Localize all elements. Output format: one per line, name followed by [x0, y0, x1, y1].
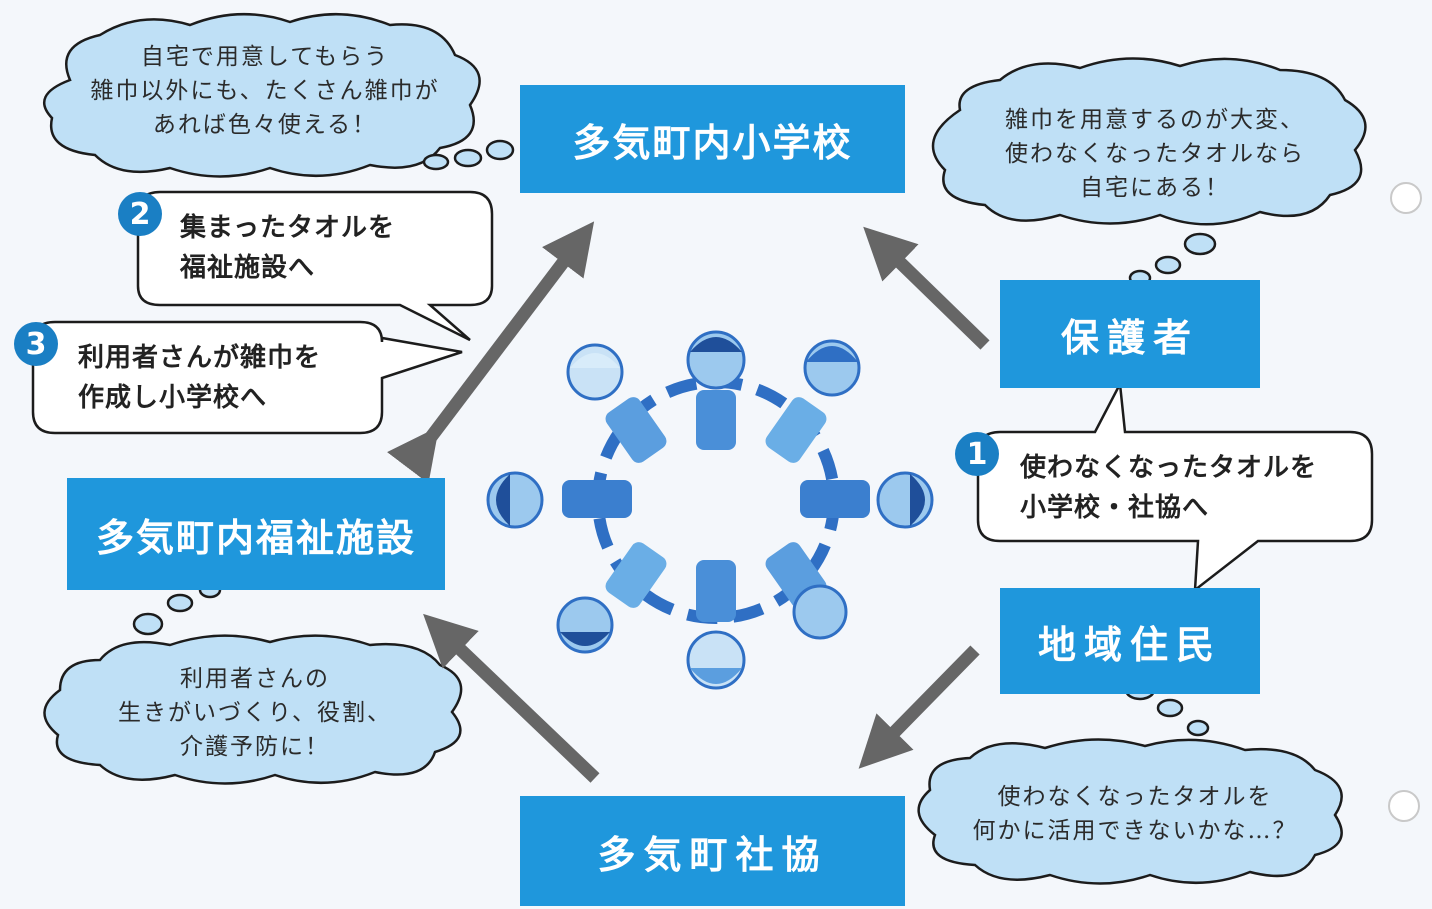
step-3-number: 3: [25, 326, 47, 362]
step-2-number: 2: [129, 196, 151, 232]
thought-text-council: 使わなくなったタオルを 何かに活用できないかな…？: [940, 780, 1330, 848]
step-1-badge: 1: [955, 432, 999, 476]
thought-line: 使わなくなったタオルなら: [1005, 141, 1305, 167]
person-figure: [486, 471, 632, 529]
arrow-double-school-welfare: [387, 221, 595, 484]
node-welfare-label: 多気町内福祉施設: [95, 515, 416, 560]
step-line: 作成し小学校へ: [78, 383, 268, 413]
step-1-text: 使わなくなったタオルを 小学校・社協へ: [1020, 448, 1317, 528]
thought-line: 自宅にある！: [1080, 175, 1230, 201]
step-2-badge: 2: [118, 192, 162, 236]
node-guardians-label: 保護者: [1060, 315, 1199, 360]
punch-hole: [1390, 182, 1422, 214]
person-figure: [765, 542, 848, 640]
step-line: 使わなくなったタオルを: [1020, 453, 1318, 483]
step-1-number: 1: [966, 436, 988, 472]
node-council: 多気町社協: [520, 796, 905, 906]
step-2-text: 集まったタオルを 福祉施設へ: [180, 208, 395, 288]
arrow-council-to-welfare: [423, 613, 600, 783]
node-residents: 地域住民: [1000, 588, 1260, 694]
thought-line: 雑巾以外にも、たくさん雑巾が: [90, 78, 440, 104]
node-school: 多気町内小学校: [520, 85, 905, 193]
step-line: 福祉施設へ: [180, 253, 316, 283]
node-school-label: 多気町内小学校: [572, 120, 853, 165]
step-line: 利用者さんが雑巾を: [78, 343, 322, 373]
step-3-badge: 3: [14, 322, 58, 366]
person-figure: [686, 330, 746, 450]
person-figure: [556, 542, 667, 654]
thought-line: 何かに活用できないかな…？: [972, 818, 1298, 844]
node-welfare-facility: 多気町内福祉施設: [67, 478, 445, 590]
step-line: 小学校・社協へ: [1020, 493, 1210, 523]
thought-text-school: 自宅で用意してもらう 雑巾以外にも、たくさん雑巾が あれば色々使える！: [60, 40, 470, 142]
person-figure: [800, 471, 934, 529]
flow-arrows: [387, 221, 990, 783]
thought-cloud-guardians: [931, 57, 1367, 287]
arrow-residents-to-council: [858, 645, 980, 769]
thought-line: 介護予防に！: [180, 734, 330, 760]
step-3-text: 利用者さんが雑巾を 作成し小学校へ: [78, 338, 321, 418]
thought-cloud-welfare: [43, 581, 463, 785]
thought-line: 雑巾を用意するのが大変、: [1005, 107, 1305, 133]
thought-text-welfare: 利用者さんの 生きがいづくり、役割、 介護予防に！: [60, 662, 450, 764]
node-council-label: 多気町社協: [597, 832, 828, 877]
thought-line: あれば色々使える！: [152, 112, 378, 138]
thought-line: 使わなくなったタオルを: [997, 784, 1273, 810]
person-figure: [686, 560, 746, 690]
node-residents-label: 地域住民: [1037, 622, 1222, 667]
thought-line: 自宅で用意してもらう: [140, 44, 390, 70]
person-figure: [765, 339, 861, 463]
node-guardians: 保護者: [1000, 280, 1260, 388]
thought-cloud-school: [42, 12, 515, 178]
arrow-guardians-to-school: [863, 226, 990, 350]
person-figure: [566, 343, 667, 463]
thought-line: 生きがいづくり、役割、: [117, 700, 393, 726]
step-line: 集まったタオルを: [180, 213, 395, 243]
thought-line: 利用者さんの: [180, 666, 330, 692]
people-circle-illustration: [486, 330, 934, 690]
thought-text-guardians: 雑巾を用意するのが大変、 使わなくなったタオルなら 自宅にある！: [960, 103, 1350, 205]
punch-hole: [1388, 790, 1420, 822]
